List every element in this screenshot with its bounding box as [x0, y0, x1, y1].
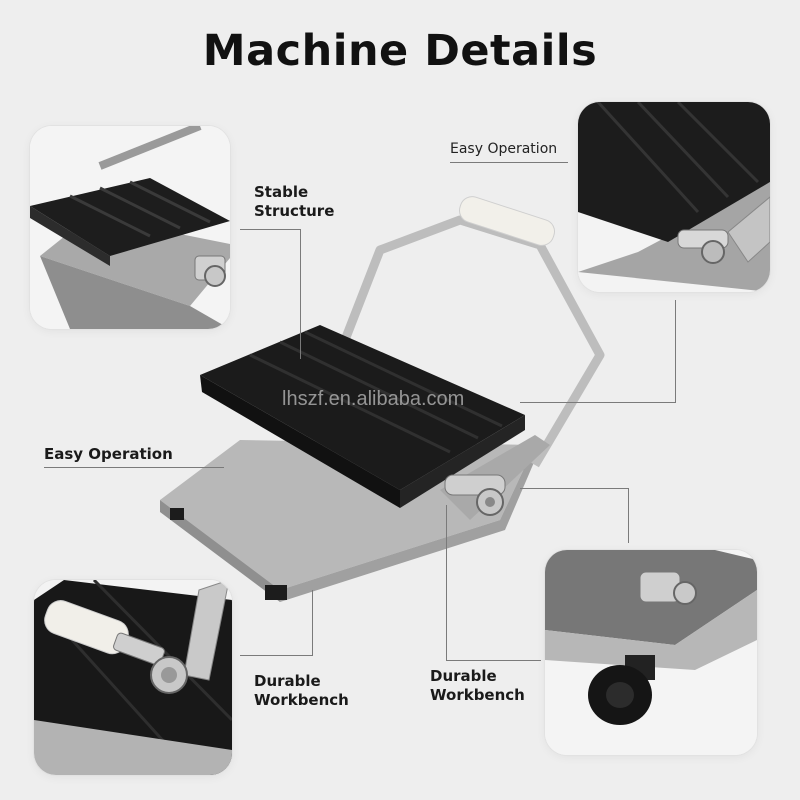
- leader-line-easy-operation-top: [450, 162, 568, 163]
- leader-line-durable-workbench-left-h: [240, 655, 313, 656]
- label-durable-workbench-left-line1: Durable: [254, 672, 321, 690]
- label-durable-workbench-right: Durable Workbench: [430, 667, 525, 705]
- label-stable-structure: Stable Structure: [254, 183, 334, 221]
- leader-line-easy-operation-right-v: [675, 300, 676, 402]
- leader-line-easy-operation-right-h: [520, 402, 676, 403]
- leader-line-durable-workbench-right-top-v: [628, 488, 629, 543]
- easy-operation-detail-image: [578, 102, 770, 292]
- label-stable-structure-line1: Stable: [254, 183, 309, 201]
- label-durable-workbench-left-line2: Workbench: [254, 691, 349, 709]
- leader-line-durable-workbench-right-top-h: [520, 488, 628, 489]
- page-title: Machine Details: [202, 26, 598, 76]
- leader-line-durable-workbench-right-v: [446, 505, 447, 660]
- label-easy-operation-left: Easy Operation: [44, 445, 173, 463]
- stable-structure-detail-image: [30, 126, 230, 329]
- leader-line-stable-structure-h: [240, 229, 300, 230]
- slicer-machine-image: [160, 196, 605, 602]
- leader-line-easy-operation-left: [44, 467, 224, 468]
- detail-card-easy-operation: [578, 102, 770, 292]
- label-durable-workbench-right-line2: Workbench: [430, 686, 525, 704]
- leader-line-stable-structure-v: [300, 229, 301, 359]
- watermark: lhszf.en.alibaba.com: [282, 388, 465, 410]
- label-durable-workbench-right-line1: Durable: [430, 667, 497, 685]
- detail-card-stable-structure: [30, 126, 230, 329]
- label-easy-operation-top: Easy Operation: [450, 141, 558, 157]
- detail-card-durable-workbench-left: [34, 580, 232, 775]
- label-stable-structure-line2: Structure: [254, 202, 335, 220]
- detail-card-durable-workbench-right: [545, 550, 757, 755]
- label-durable-workbench-left: Durable Workbench: [254, 672, 349, 710]
- leader-line-durable-workbench-left-v: [312, 590, 313, 655]
- leader-line-durable-workbench-right-h: [446, 660, 541, 661]
- durable-workbench-right-detail-image: [545, 550, 757, 755]
- durable-workbench-left-detail-image: [34, 580, 232, 775]
